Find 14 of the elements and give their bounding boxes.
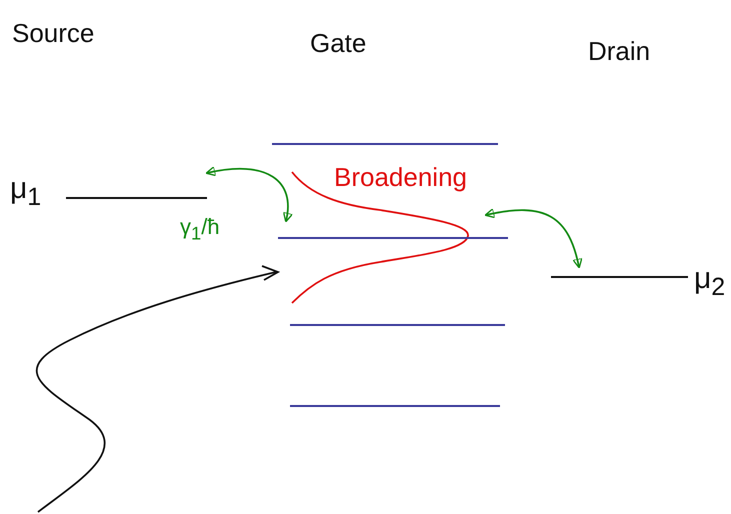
energy-level-line <box>290 405 500 407</box>
chemical-potential-line <box>66 197 207 199</box>
chemical-potential-label: μ$_{2}$ <box>694 262 726 302</box>
column-heading: Gate <box>310 30 366 56</box>
double-arrow <box>205 166 292 223</box>
chemical-potential-line <box>551 276 688 278</box>
chemical-potential-label: μ$_{1}$ <box>10 172 42 212</box>
energy-level-line <box>290 324 505 326</box>
annotation-text: Broadening <box>334 164 467 190</box>
column-heading: Source <box>12 20 94 46</box>
energy-level-line <box>278 237 508 239</box>
column-heading: Drain <box>588 38 650 64</box>
double-arrow <box>484 208 582 269</box>
energy-level-line <box>272 143 498 145</box>
